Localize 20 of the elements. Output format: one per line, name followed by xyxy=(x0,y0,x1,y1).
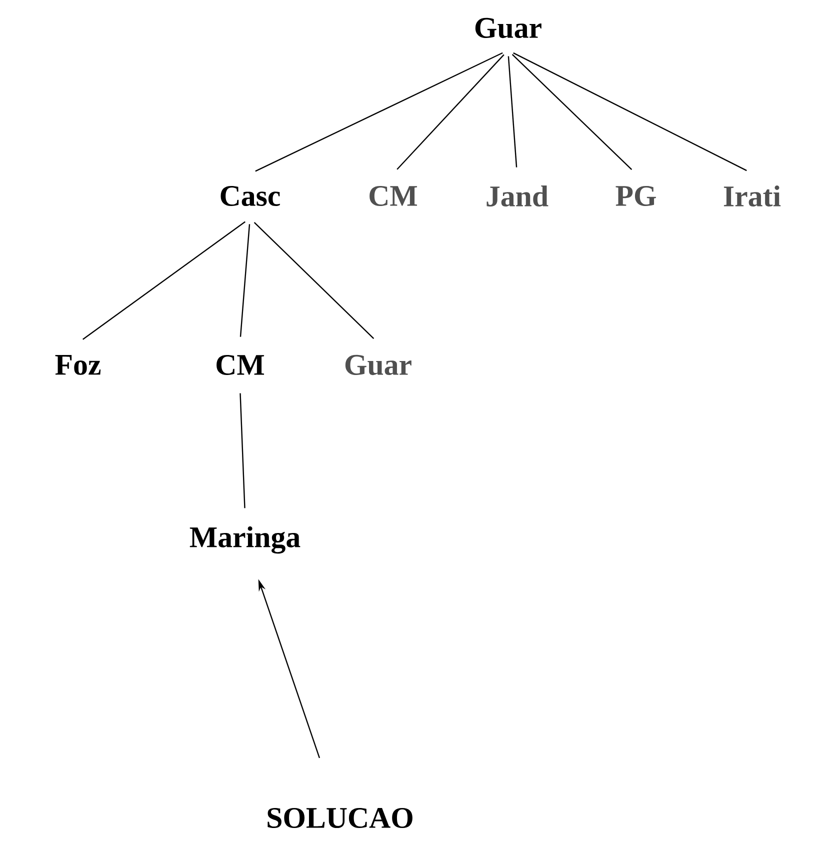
node-label: Guar xyxy=(345,354,412,376)
node-label: Guar xyxy=(475,18,542,38)
node-label: Jand xyxy=(486,185,548,207)
tree-line xyxy=(254,222,374,339)
tree-line xyxy=(513,52,747,172)
node-label: CM xyxy=(370,186,418,206)
tree-line xyxy=(82,221,246,340)
tree-line xyxy=(396,54,504,170)
tree-line xyxy=(255,52,503,172)
node-label: Maringa xyxy=(190,526,300,554)
tree-line xyxy=(508,56,518,168)
tree-line xyxy=(240,224,250,337)
tree-line xyxy=(240,393,246,508)
node-label: SOLUCAO xyxy=(268,808,412,828)
node-label: Irati xyxy=(724,185,781,207)
node-label: Casc xyxy=(220,186,280,206)
node-label: PG xyxy=(616,186,656,206)
node-label: CM xyxy=(216,354,264,376)
node-label: Foz xyxy=(55,355,101,375)
tree-line xyxy=(512,54,632,170)
